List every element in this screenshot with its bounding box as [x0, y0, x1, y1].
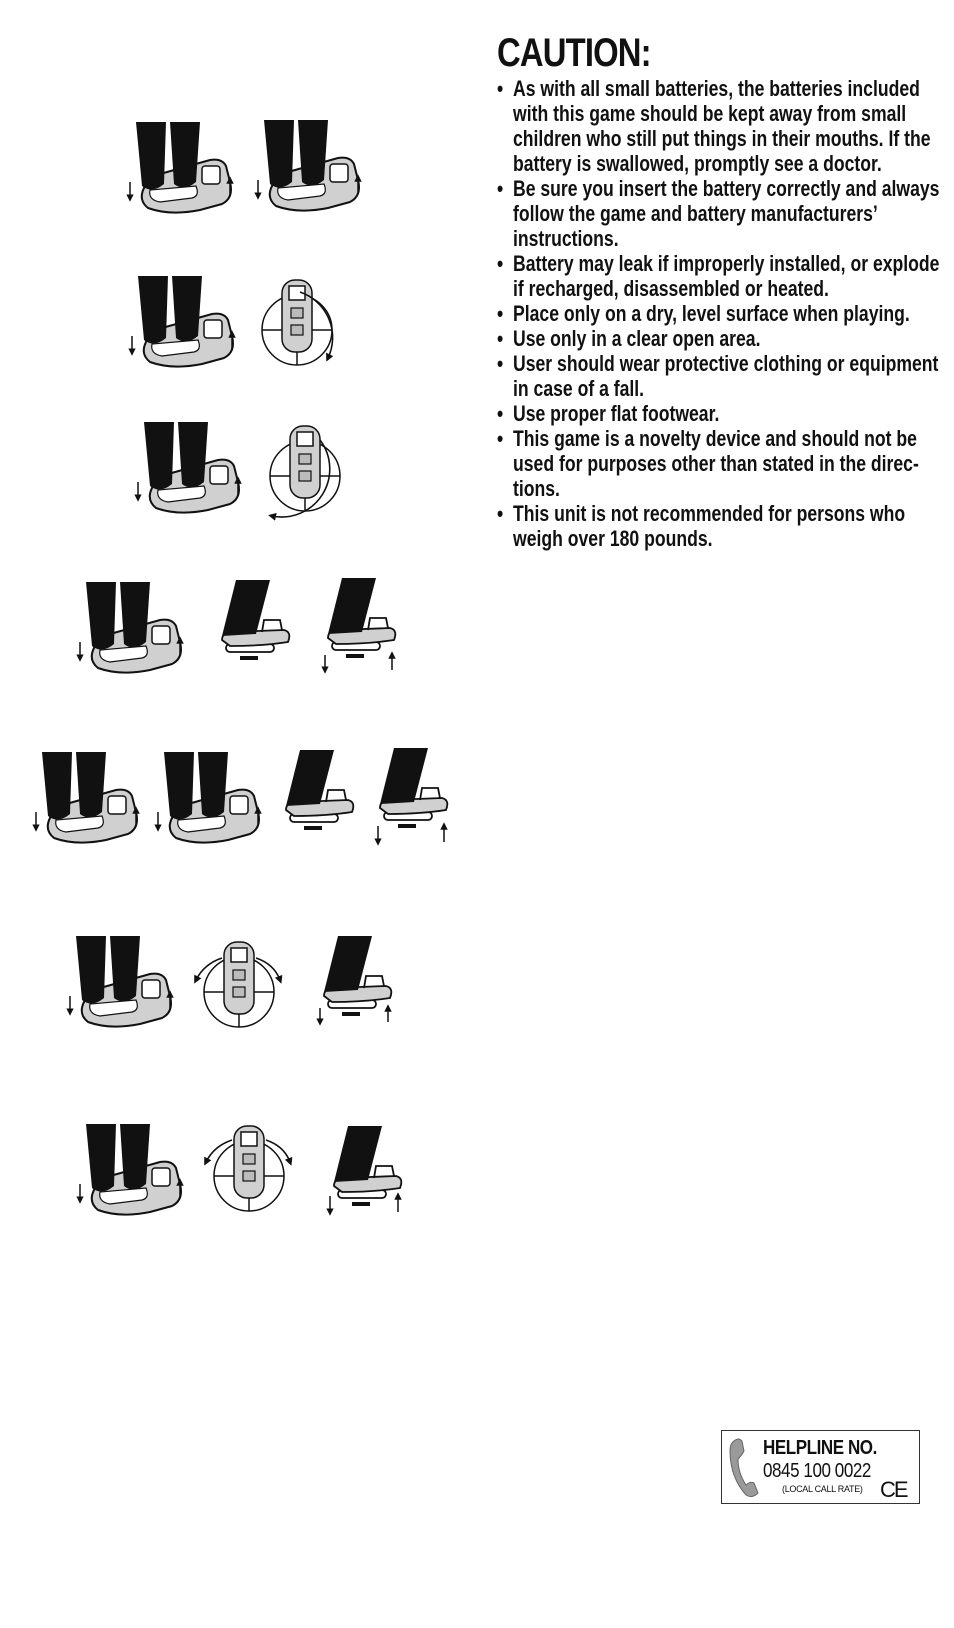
caution-item: Use proper flat footwear.: [497, 401, 950, 426]
helpline-number: 0845 100 0022: [763, 1460, 871, 1482]
figure-row-4: [80, 576, 398, 674]
helpline-rate: (LOCAL CALL RATE): [782, 1484, 863, 1494]
figure-row-6: [70, 934, 394, 1028]
caution-heading: CAUTION:: [497, 31, 652, 75]
helpline-title: HELPLINE NO.: [763, 1437, 877, 1459]
telephone-handset-icon: [729, 1438, 759, 1498]
figure-row-5: [36, 746, 450, 846]
caution-section: CAUTION: As with all small batteries, th…: [497, 31, 939, 551]
caution-item: This game is a novelty device and should…: [497, 426, 950, 501]
figure-row-1: [130, 120, 359, 213]
ce-mark: CE: [880, 1477, 909, 1502]
caution-item: Be sure you insert the battery correctly…: [497, 176, 950, 251]
caution-item: Place only on a dry, level surface when …: [497, 301, 950, 326]
caution-item: Use only in a clear open area.: [497, 326, 950, 351]
helpline-box: HELPLINE NO. 0845 100 0022 (LOCAL CALL R…: [721, 1430, 920, 1504]
caution-item: User should wear protective clothing or …: [497, 351, 950, 401]
figure-row-3: [138, 422, 341, 521]
caution-item: Battery may leak if improperly installed…: [497, 251, 950, 301]
caution-list: As with all small batteries, the batteri…: [497, 76, 939, 551]
caution-item: As with all small batteries, the batteri…: [497, 76, 950, 176]
instruction-illustrations: [0, 0, 450, 1216]
caution-item: This unit is not recommended for persons…: [497, 501, 950, 551]
figure-row-7: [80, 1124, 404, 1216]
figure-row-2: [132, 276, 334, 367]
